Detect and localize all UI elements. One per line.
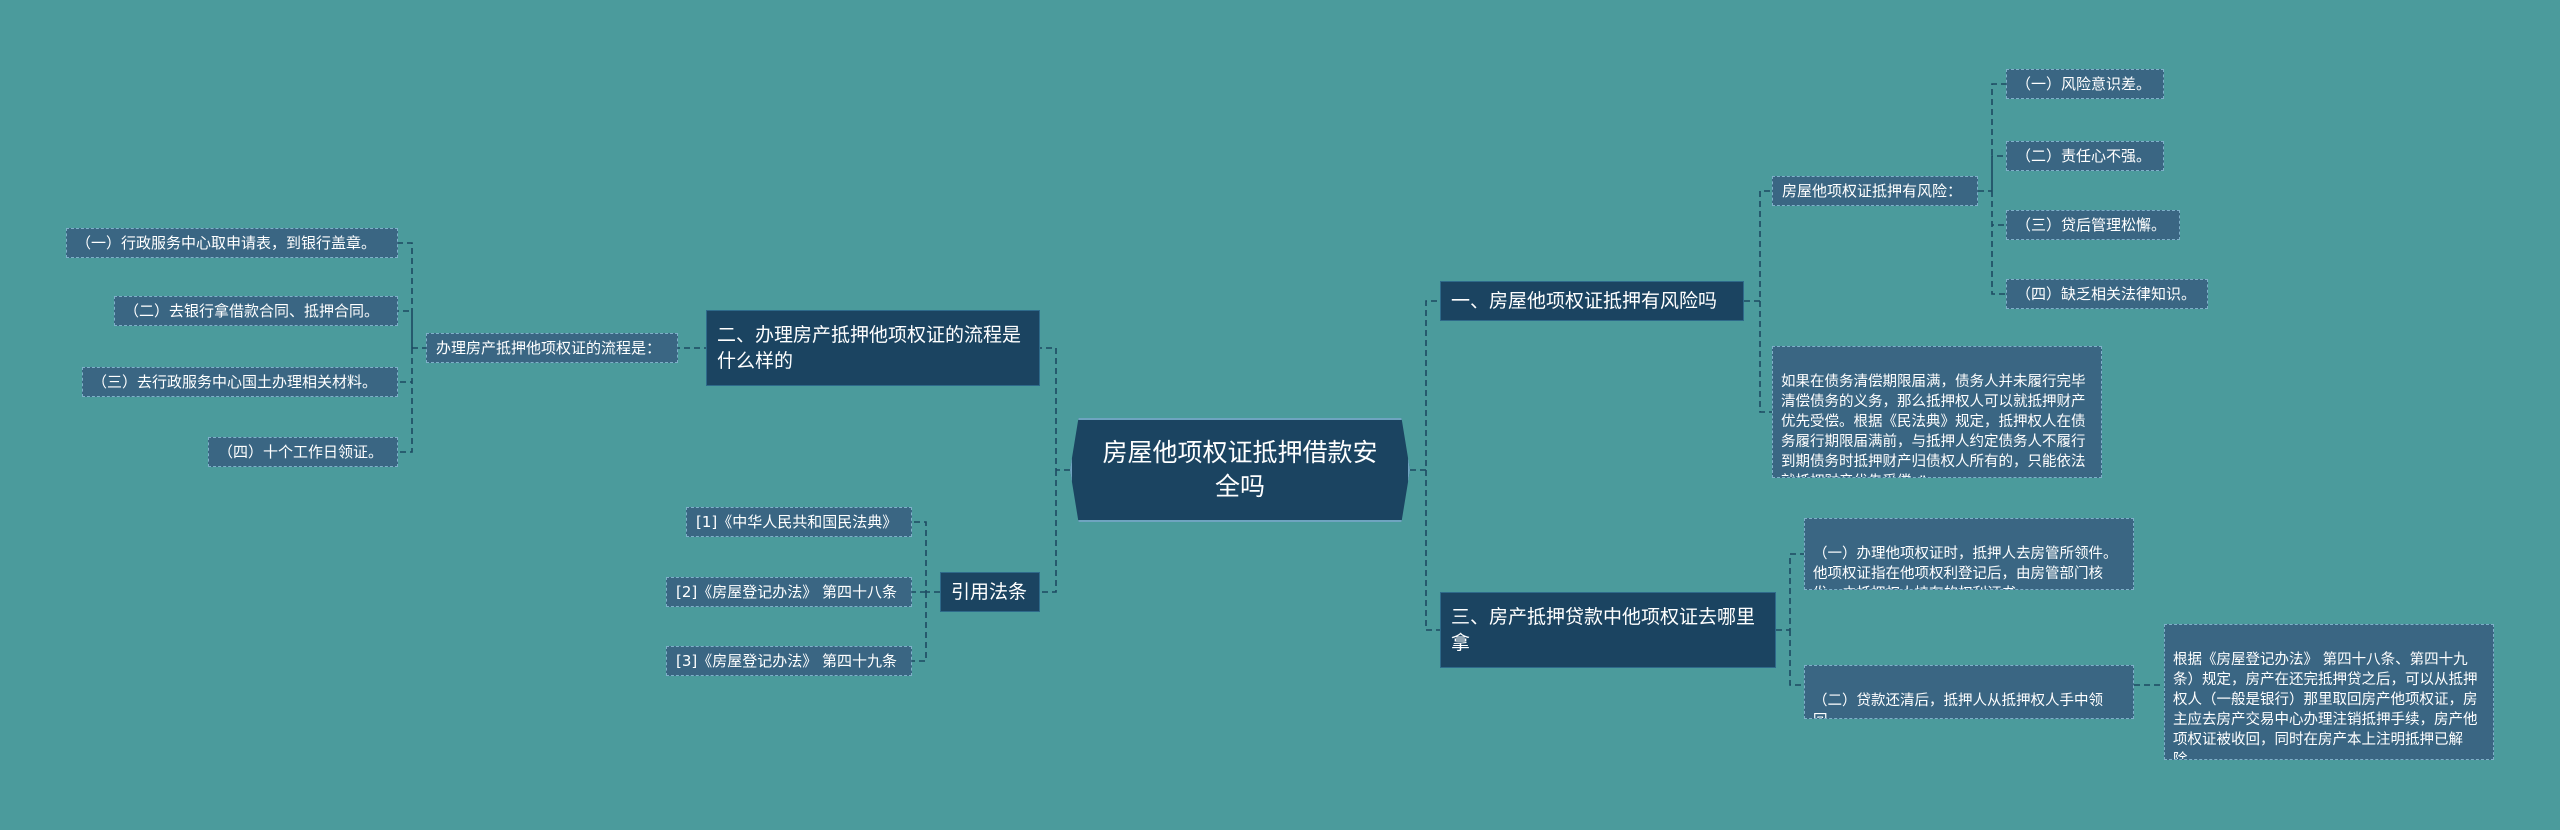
branch-where[interactable]: 三、房产抵押贷款中他项权证去哪里拿 <box>1440 592 1776 668</box>
risk-item-4[interactable]: （四）缺乏相关法律知识。 <box>2006 279 2208 309</box>
branch-laws-title: 引用法条 <box>951 581 1028 603</box>
link-root-right <box>1410 300 1440 631</box>
process-step-2[interactable]: （二）去银行拿借款合同、抵押合同。 <box>114 296 398 326</box>
branch-risk-title: 一、房屋他项权证抵押有风险吗 <box>1451 290 1718 312</box>
law-item-3[interactable]: [3]《房屋登记办法》 第四十九条 <box>666 646 912 676</box>
where-item-2[interactable]: （二）贷款还清后，抵押人从抵押权人手中领回。 <box>1804 665 2134 719</box>
branch-process-title: 二、办理房产抵押他项权证的流程是什么样的 <box>717 324 1022 372</box>
link-process-steps <box>398 242 428 453</box>
link-root-left <box>1040 347 1070 593</box>
where-item-1[interactable]: （一）办理他项权证时，抵押人去房管所领件。他项权证指在他项权利登记后，由房管部门… <box>1804 518 2134 590</box>
link-where-items <box>1776 553 1804 686</box>
law-item-1[interactable]: [1]《中华人民共和国民法典》 <box>686 507 912 537</box>
root-title: 房屋他项权证抵押借款安全吗 <box>1102 438 1378 501</box>
branch-laws[interactable]: 引用法条 <box>940 572 1040 612</box>
process-step-3[interactable]: （三）去行政服务中心国土办理相关材料。 <box>82 367 398 397</box>
risk-item-1[interactable]: （一）风险意识差。 <box>2006 69 2164 99</box>
risk-item-3[interactable]: （三）贷后管理松懈。 <box>2006 210 2180 240</box>
branch-process[interactable]: 二、办理房产抵押他项权证的流程是什么样的 <box>706 310 1040 386</box>
where-note[interactable]: 根据《房屋登记办法》 第四十八条、第四十九条）规定，房产在还完抵押贷之后，可以从… <box>2164 624 2494 760</box>
law-item-2[interactable]: [2]《房屋登记办法》 第四十八条 <box>666 577 912 607</box>
risk-label[interactable]: 房屋他项权证抵押有风险： <box>1772 176 1978 206</box>
process-label[interactable]: 办理房产抵押他项权证的流程是： <box>426 333 678 363</box>
link-risk-items <box>1978 83 2006 295</box>
branch-where-title: 三、房产抵押贷款中他项权证去哪里拿 <box>1451 606 1756 654</box>
root-node[interactable]: 房屋他项权证抵押借款安全吗 <box>1070 418 1410 522</box>
branch-risk[interactable]: 一、房屋他项权证抵押有风险吗 <box>1440 281 1744 321</box>
process-step-1[interactable]: （一）行政服务中心取申请表，到银行盖章。 <box>66 228 398 258</box>
link-laws-items <box>912 521 940 662</box>
risk-item-2[interactable]: （二）责任心不强。 <box>2006 141 2164 171</box>
process-step-4[interactable]: （四）十个工作日领证。 <box>208 437 398 467</box>
link-risk-children <box>1744 190 1772 413</box>
risk-note[interactable]: 如果在债务清偿期限届满，债务人并未履行完毕清偿债务的义务，那么抵押权人可以就抵押… <box>1772 346 2102 478</box>
